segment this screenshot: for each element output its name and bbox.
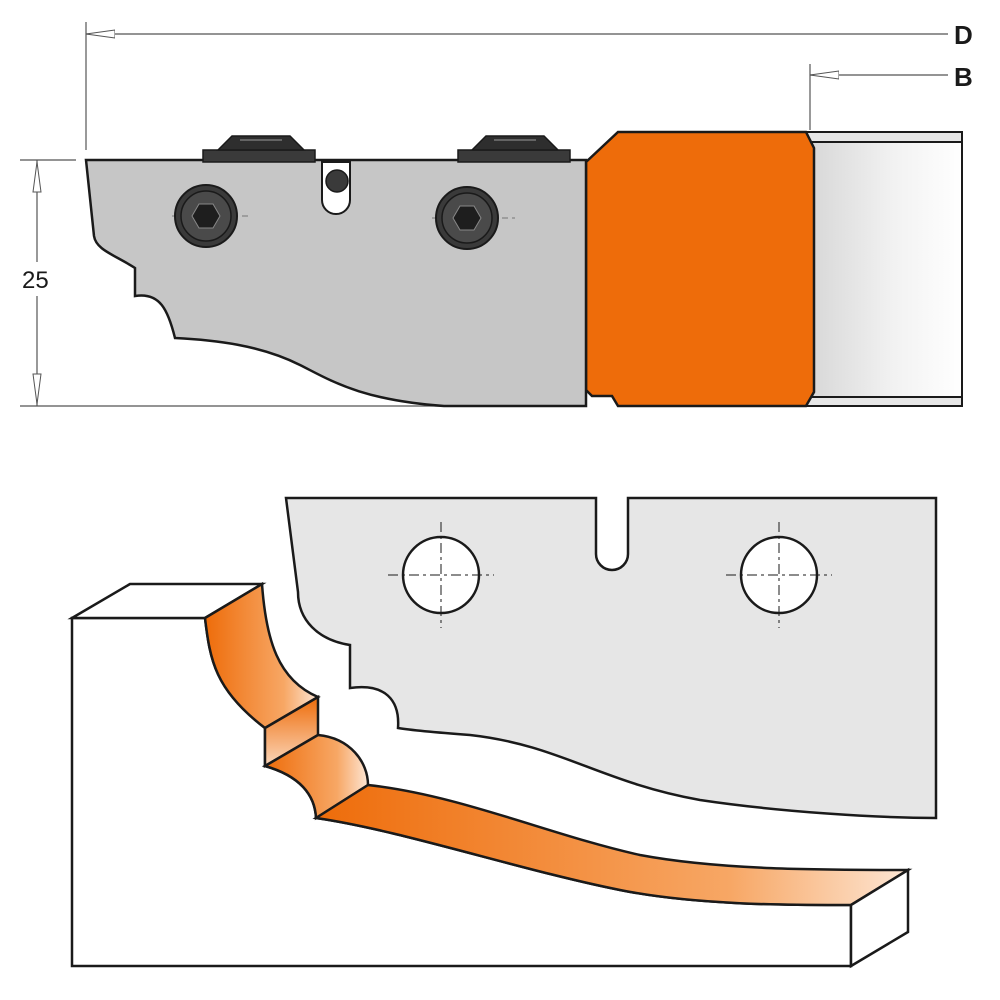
height-arrow-bottom [32, 373, 42, 405]
dimension-lines: D B 25 [18, 20, 973, 407]
locating-pin-icon [325, 169, 349, 193]
clamp-right-icon [457, 135, 571, 163]
workpiece-profile [67, 581, 913, 969]
label-b: B [954, 62, 973, 92]
label-d: D [954, 20, 973, 50]
workpiece-end-face [849, 867, 910, 969]
height-arrow-top [32, 161, 42, 193]
hex-socket-screw-left-icon [172, 184, 250, 248]
mounting-hole-right [726, 522, 832, 628]
mounting-hole-left [388, 522, 494, 628]
cutter-body-orange [584, 130, 816, 408]
hex-socket-screw-right-icon [432, 186, 515, 250]
bore-section [805, 131, 963, 407]
knife-plate [284, 496, 938, 820]
label-height: 25 [22, 267, 49, 294]
clamp-left-icon [202, 135, 316, 163]
